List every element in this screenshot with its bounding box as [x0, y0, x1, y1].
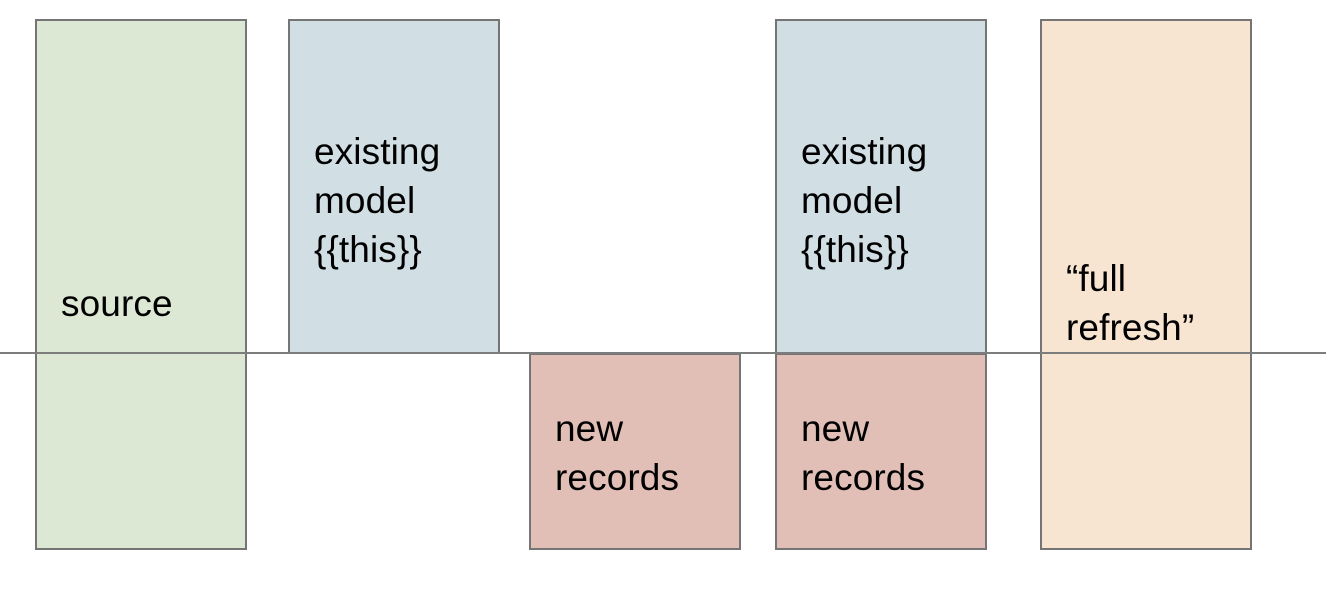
block-full-refresh-label: “full refresh”	[1066, 258, 1195, 348]
block-new-records-2-label: new records	[801, 408, 926, 498]
block-full-refresh[interactable]: “full refresh”	[1040, 19, 1252, 550]
block-source[interactable]: source	[35, 19, 247, 550]
horizontal-divider-line	[0, 352, 1326, 354]
block-existing-model-2-label: existing model {{this}}	[801, 131, 928, 270]
block-existing-model-2[interactable]: existing model {{this}}	[775, 19, 987, 354]
block-new-records-1-label: new records	[555, 408, 680, 498]
block-existing-model-1[interactable]: existing model {{this}}	[288, 19, 500, 354]
block-existing-model-1-label: existing model {{this}}	[314, 131, 441, 270]
block-new-records-2[interactable]: new records	[775, 353, 987, 550]
block-source-label: source	[61, 283, 173, 324]
block-new-records-1[interactable]: new records	[529, 353, 741, 550]
